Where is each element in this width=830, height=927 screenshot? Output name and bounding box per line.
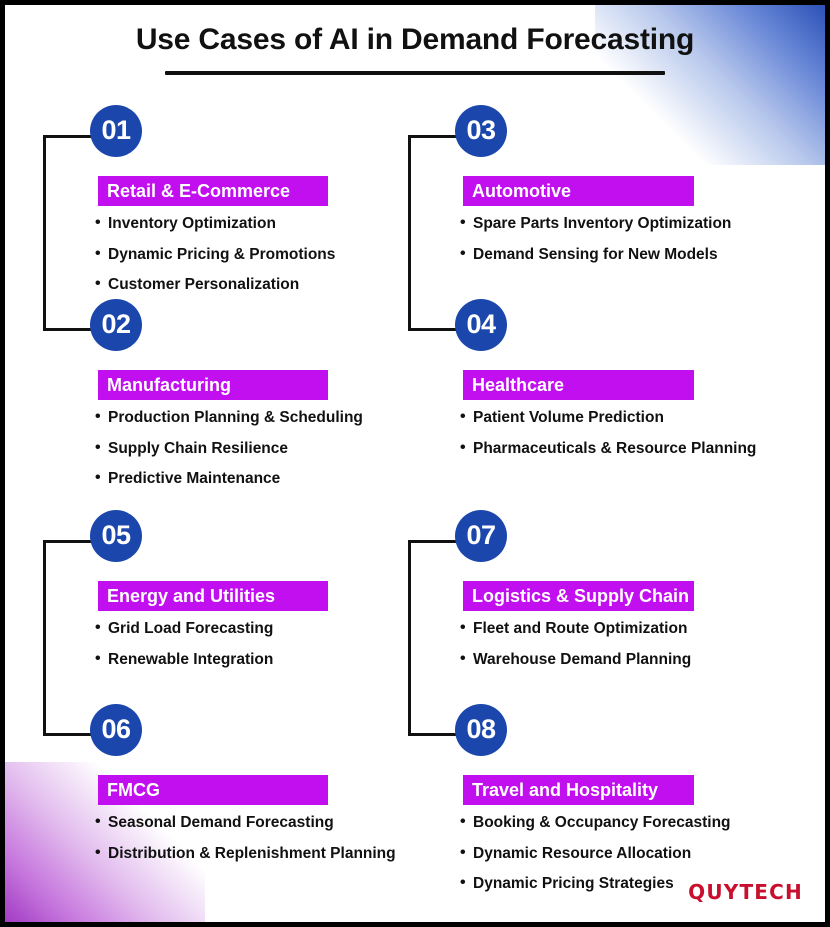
list-item: Supply Chain Resilience xyxy=(95,440,445,457)
list-item: Grid Load Forecasting xyxy=(95,620,445,637)
list-item: Fleet and Route Optimization xyxy=(460,620,810,637)
use-case-heading-label: Energy and Utilities xyxy=(107,586,276,606)
number-badge: 06 xyxy=(90,704,142,756)
list-item: Warehouse Demand Planning xyxy=(460,651,810,668)
list-item: Pharmaceuticals & Resource Planning xyxy=(460,440,810,457)
title-underline-divider xyxy=(165,70,665,75)
list-item: Renewable Integration xyxy=(95,651,445,668)
use-case-heading-bar: Logistics & Supply Chain xyxy=(463,581,694,611)
connector-bracket xyxy=(408,135,484,331)
list-item: Customer Personalization xyxy=(95,276,445,293)
use-case-item-03[interactable]: 03 Automotive Spare Parts Inventory Opti… xyxy=(455,105,810,277)
list-item: Production Planning & Scheduling xyxy=(95,409,445,426)
use-case-bullet-list: Grid Load Forecasting Renewable Integrat… xyxy=(95,620,445,668)
use-case-item-04[interactable]: 04 Healthcare Patient Volume Prediction … xyxy=(455,299,810,471)
number-badge: 04 xyxy=(455,299,507,351)
connector-bracket xyxy=(408,540,484,736)
use-case-heading-bar: Automotive xyxy=(463,176,694,206)
number-badge: 01 xyxy=(90,105,142,157)
connector-bracket xyxy=(43,540,119,736)
use-case-item-08[interactable]: 08 Travel and Hospitality Booking & Occu… xyxy=(455,704,810,907)
use-case-bullet-list: Fleet and Route Optimization Warehouse D… xyxy=(460,620,810,668)
use-case-heading-bar: Travel and Hospitality xyxy=(463,775,694,805)
use-case-heading-bar: Healthcare xyxy=(463,370,694,400)
use-case-heading-bar: FMCG xyxy=(98,775,328,805)
list-item: Booking & Occupancy Forecasting xyxy=(460,814,810,831)
number-badge: 07 xyxy=(455,510,507,562)
list-item: Dynamic Resource Allocation xyxy=(460,845,810,862)
list-item: Patient Volume Prediction xyxy=(460,409,810,426)
list-item: Dynamic Pricing & Promotions xyxy=(95,246,445,263)
header: Use Cases of AI in Demand Forecasting xyxy=(5,15,825,75)
use-case-heading-bar: Manufacturing xyxy=(98,370,328,400)
use-case-heading-label: FMCG xyxy=(107,780,160,800)
number-badge: 03 xyxy=(455,105,507,157)
use-case-bullet-list: Booking & Occupancy Forecasting Dynamic … xyxy=(460,814,810,892)
use-case-heading-label: Logistics & Supply Chain xyxy=(472,586,690,606)
list-item: Dynamic Pricing Strategies xyxy=(460,875,810,892)
use-case-bullet-list: Inventory Optimization Dynamic Pricing &… xyxy=(95,215,445,293)
list-item: Inventory Optimization xyxy=(95,215,445,232)
use-case-bullet-list: Production Planning & Scheduling Supply … xyxy=(95,409,445,487)
use-case-item-05[interactable]: 05 Energy and Utilities Grid Load Foreca… xyxy=(90,510,445,682)
use-case-item-02[interactable]: 02 Manufacturing Production Planning & S… xyxy=(90,299,445,502)
use-case-board: 01 Retail & E-Commerce Inventory Optimiz… xyxy=(5,105,825,895)
use-case-heading-label: Retail & E-Commerce xyxy=(107,181,291,201)
use-case-item-07[interactable]: 07 Logistics & Supply Chain Fleet and Ro… xyxy=(455,510,810,682)
use-case-heading-label: Healthcare xyxy=(472,375,565,395)
list-item: Distribution & Replenishment Planning xyxy=(95,845,445,862)
use-case-bullet-list: Spare Parts Inventory Optimization Deman… xyxy=(460,215,810,263)
connector-bracket xyxy=(43,135,119,331)
list-item: Spare Parts Inventory Optimization xyxy=(460,215,810,232)
list-item: Demand Sensing for New Models xyxy=(460,246,810,263)
list-item: Predictive Maintenance xyxy=(95,470,445,487)
use-case-heading-label: Automotive xyxy=(472,181,571,201)
number-badge: 08 xyxy=(455,704,507,756)
use-case-item-01[interactable]: 01 Retail & E-Commerce Inventory Optimiz… xyxy=(90,105,445,308)
use-case-heading-bar: Retail & E-Commerce xyxy=(98,176,328,206)
use-case-bullet-list: Patient Volume Prediction Pharmaceutical… xyxy=(460,409,810,457)
number-badge: 05 xyxy=(90,510,142,562)
use-case-heading-label: Travel and Hospitality xyxy=(472,780,659,800)
use-case-heading-bar: Energy and Utilities xyxy=(98,581,328,611)
use-case-item-06[interactable]: 06 FMCG Seasonal Demand Forecasting Dist… xyxy=(90,704,445,876)
page-title: Use Cases of AI in Demand Forecasting xyxy=(135,23,695,56)
quytech-logo: QUYTECH xyxy=(688,880,803,904)
list-item: Seasonal Demand Forecasting xyxy=(95,814,445,831)
use-case-heading-label: Manufacturing xyxy=(107,375,231,395)
number-badge: 02 xyxy=(90,299,142,351)
use-case-bullet-list: Seasonal Demand Forecasting Distribution… xyxy=(95,814,445,862)
